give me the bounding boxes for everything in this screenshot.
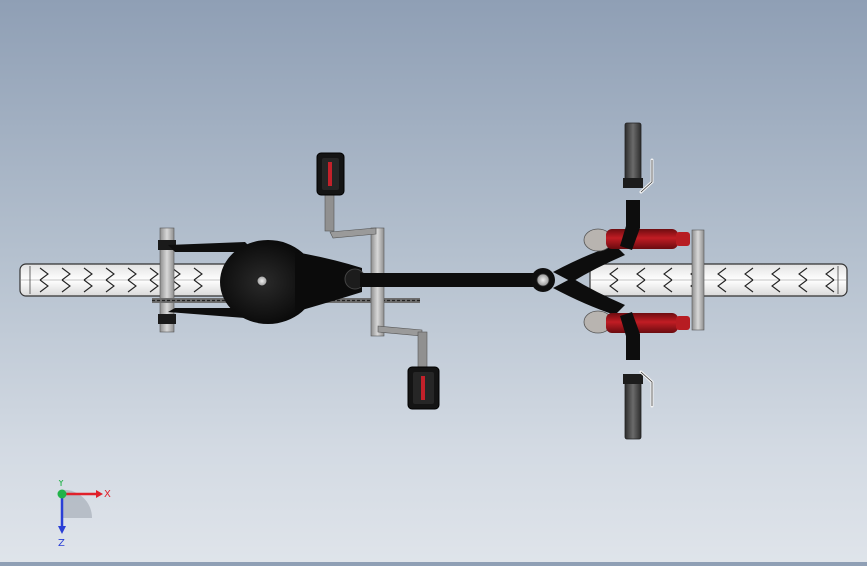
suspension-red-bottom[interactable] [606,313,690,333]
motor-housing[interactable] [220,240,366,324]
z-axis-arrowhead [58,526,66,534]
handlebar-stem[interactable] [620,200,640,360]
grip-top[interactable] [623,122,643,188]
pedal-top[interactable] [316,152,345,196]
main-frame-tube[interactable] [360,268,555,292]
z-axis-label: Z [58,538,65,549]
y-axis-dot [57,489,67,499]
suspension-red-top[interactable] [606,229,690,249]
y-axis-label: Y [57,480,65,489]
x-axis-arrowhead [96,490,103,498]
pedal-bottom[interactable] [407,366,440,410]
orientation-triad[interactable]: X Y Z [40,478,120,550]
x-axis-label: X [104,489,111,500]
triad-shade [62,489,93,518]
grip-bottom[interactable] [623,374,643,440]
front-wheel[interactable] [589,263,848,297]
brake-lever-top-outline [640,160,653,193]
rear-axle[interactable] [158,227,176,333]
front-axle[interactable] [691,229,705,331]
rear-wheel[interactable] [19,263,236,297]
brake-lever-bottom-outline [640,371,653,406]
crank-arms[interactable] [324,194,428,371]
